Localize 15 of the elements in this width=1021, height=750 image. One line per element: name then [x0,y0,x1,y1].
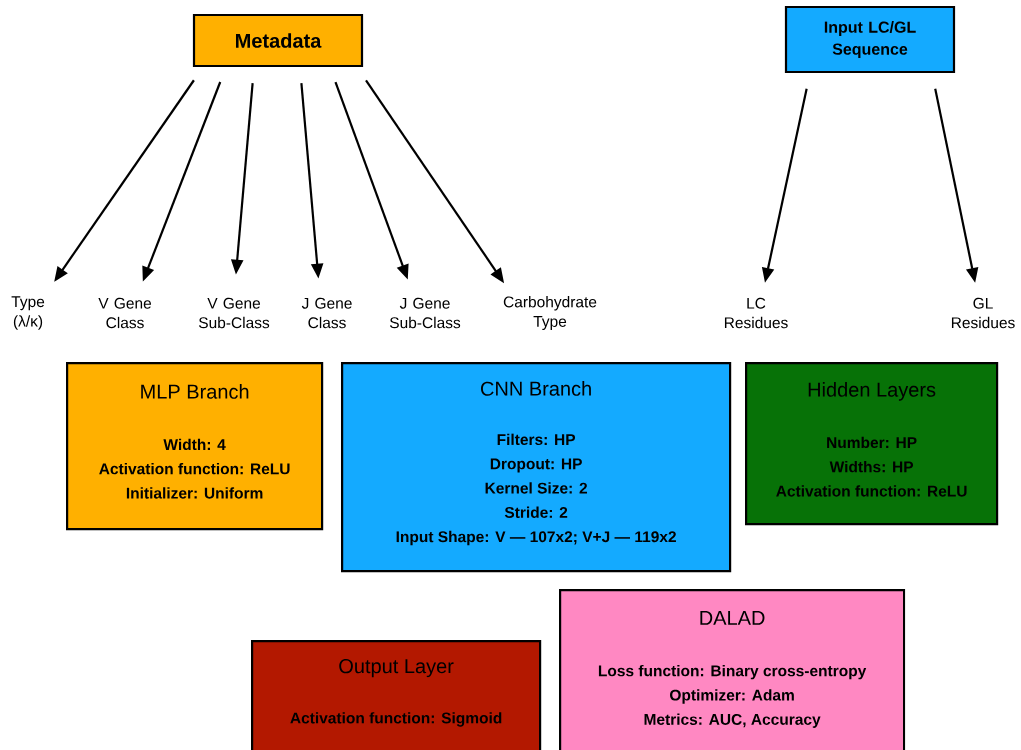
feature-label: J Gene Sub-Class [389,297,461,329]
layer-box: CNN Branch Filters: HP Dropout: HP Kernel Size: 2 Stride: 2 Input Shape: V — 107x2; V+J — 119x2 [341,362,732,573]
layer-box: Output Layer Activation function: Sigmoid [251,640,542,750]
layer-box: DALAD Loss function: Binary cross-entropy Optimizer: Adam Metrics: AUC, Accuracy [559,589,906,750]
feature-label: Type (λ/κ) [11,296,45,330]
feature-label: LC Residues [724,297,788,329]
layer-box: MLP Branch Width: 4 Activation function: ReLU Initializer: Uniform [66,362,324,531]
feature-label: V Gene Sub-Class [198,297,270,329]
feature-label: J Gene Class [301,297,352,329]
feature-label: Carbohydrate Type [503,296,597,330]
label-box: Metadata [192,13,364,68]
feature-label: V Gene Class [98,297,152,329]
label-box: Input LC/GL Sequence [784,5,956,74]
feature-label: GL Residues [951,297,1015,329]
layer-box: Hidden Layers Number: HP Widths: HP Activation function: ReLU [745,362,999,526]
